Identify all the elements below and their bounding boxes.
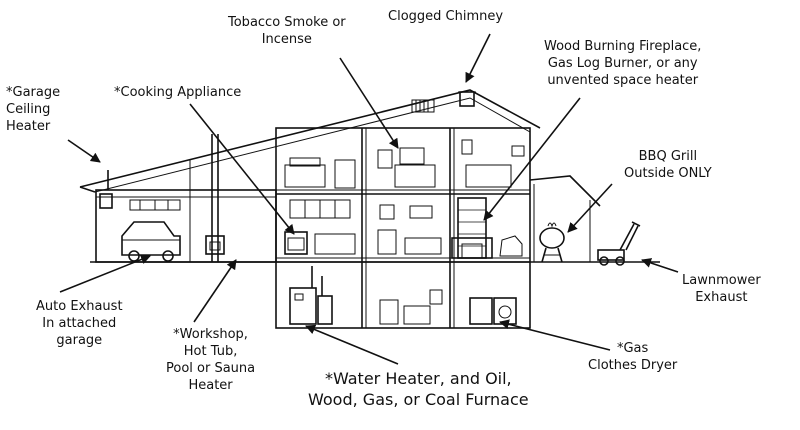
- dryer-icon: [469, 297, 517, 325]
- arrow-cooking: [189, 103, 295, 235]
- lawnmower-icon: [597, 221, 641, 266]
- stove-icon: [284, 231, 308, 255]
- basement-furniture: [289, 266, 517, 325]
- arrow-lawnmower: [641, 258, 679, 273]
- arrow-workshop: [193, 259, 237, 323]
- upper-floor-furniture: [284, 139, 525, 189]
- furnace-icon: [289, 266, 333, 325]
- living-room-furniture: [377, 197, 523, 259]
- fireplace-icon: [451, 197, 493, 259]
- house-body: [275, 127, 531, 329]
- attic-vent: [411, 99, 435, 113]
- label-chimney: Clogged Chimney: [388, 9, 504, 24]
- arrow-garage-heater: [67, 139, 101, 163]
- label-arrows: [59, 33, 679, 365]
- main-roof: [79, 89, 541, 193]
- label-cooking: *Cooking Appliance: [114, 85, 242, 100]
- arrow-chimney: [465, 33, 491, 83]
- arrow-fireplace: [483, 97, 581, 221]
- kitchen-furniture: [284, 199, 356, 255]
- label-fireplace: Wood Burning Fireplace,Gas Log Burner, o…: [544, 39, 702, 88]
- car-icon: [121, 221, 181, 262]
- bbq-grill-icon: [539, 222, 565, 263]
- chimney: [458, 91, 476, 107]
- arrow-auto: [59, 254, 151, 293]
- arrow-dryer: [499, 319, 611, 351]
- arrow-tobacco: [339, 57, 399, 149]
- garage: [95, 134, 277, 263]
- patio-cover: [529, 175, 601, 262]
- arrow-bbq: [567, 183, 613, 233]
- arrow-water-heater: [305, 324, 399, 365]
- label-water-heater: *Water Heater, and Oil,Wood, Gas, or Coa…: [308, 369, 529, 409]
